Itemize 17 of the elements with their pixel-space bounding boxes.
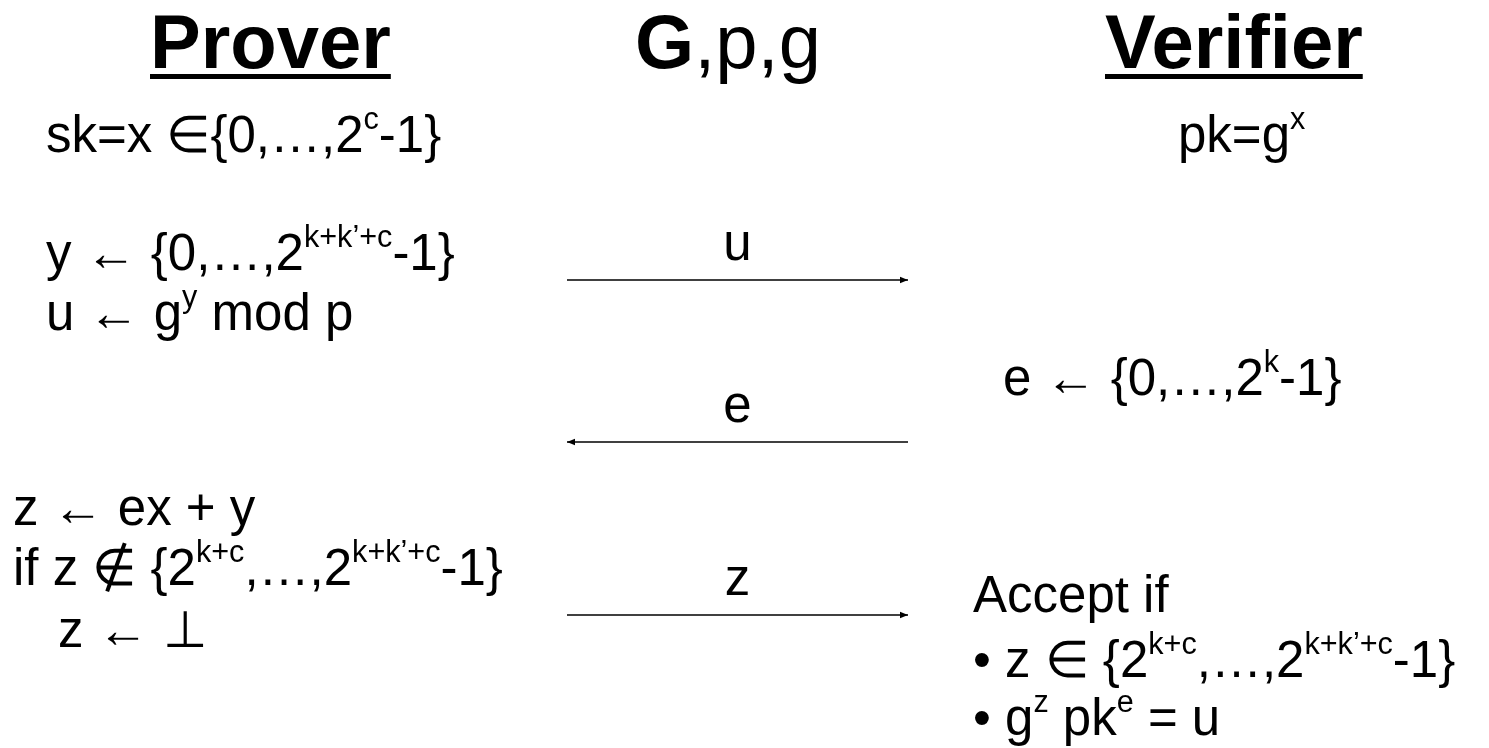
formula-text: pk=g$^{x}$ [1178,107,1306,163]
formula-text: u ← g$^{y}$ mod p [46,285,354,341]
arrow [566,438,909,446]
column-heading: Prover [150,0,391,84]
formula-text: y ← {0,…,2$^{k+k’+c}$-1} [46,225,455,281]
formula-text: sk=x ∈{0,…,2$^{c}$-1} [46,107,442,163]
formula-text: • z ∈ {2$^{k+c}$,…,2$^{k+k’+c}$-1} [973,632,1456,688]
formula-text: Accept if [973,567,1169,623]
parameters-text: G,p,g [635,0,821,84]
column-heading: Verifier [1105,0,1363,84]
formula-text: z ← ⊥ [58,602,207,658]
arrow [566,611,909,619]
formula-text: if z ∉ {2$^{k+c}$,…,2$^{k+k’+c}$-1} [13,540,503,596]
arrow [566,276,909,284]
formula-text: z ← ex + y [13,480,256,536]
formula-text: e ← {0,…,2$^{k}$-1} [1003,350,1342,406]
formula-text: • g$^{z}$ pk$^{e}$ = u [973,690,1221,746]
